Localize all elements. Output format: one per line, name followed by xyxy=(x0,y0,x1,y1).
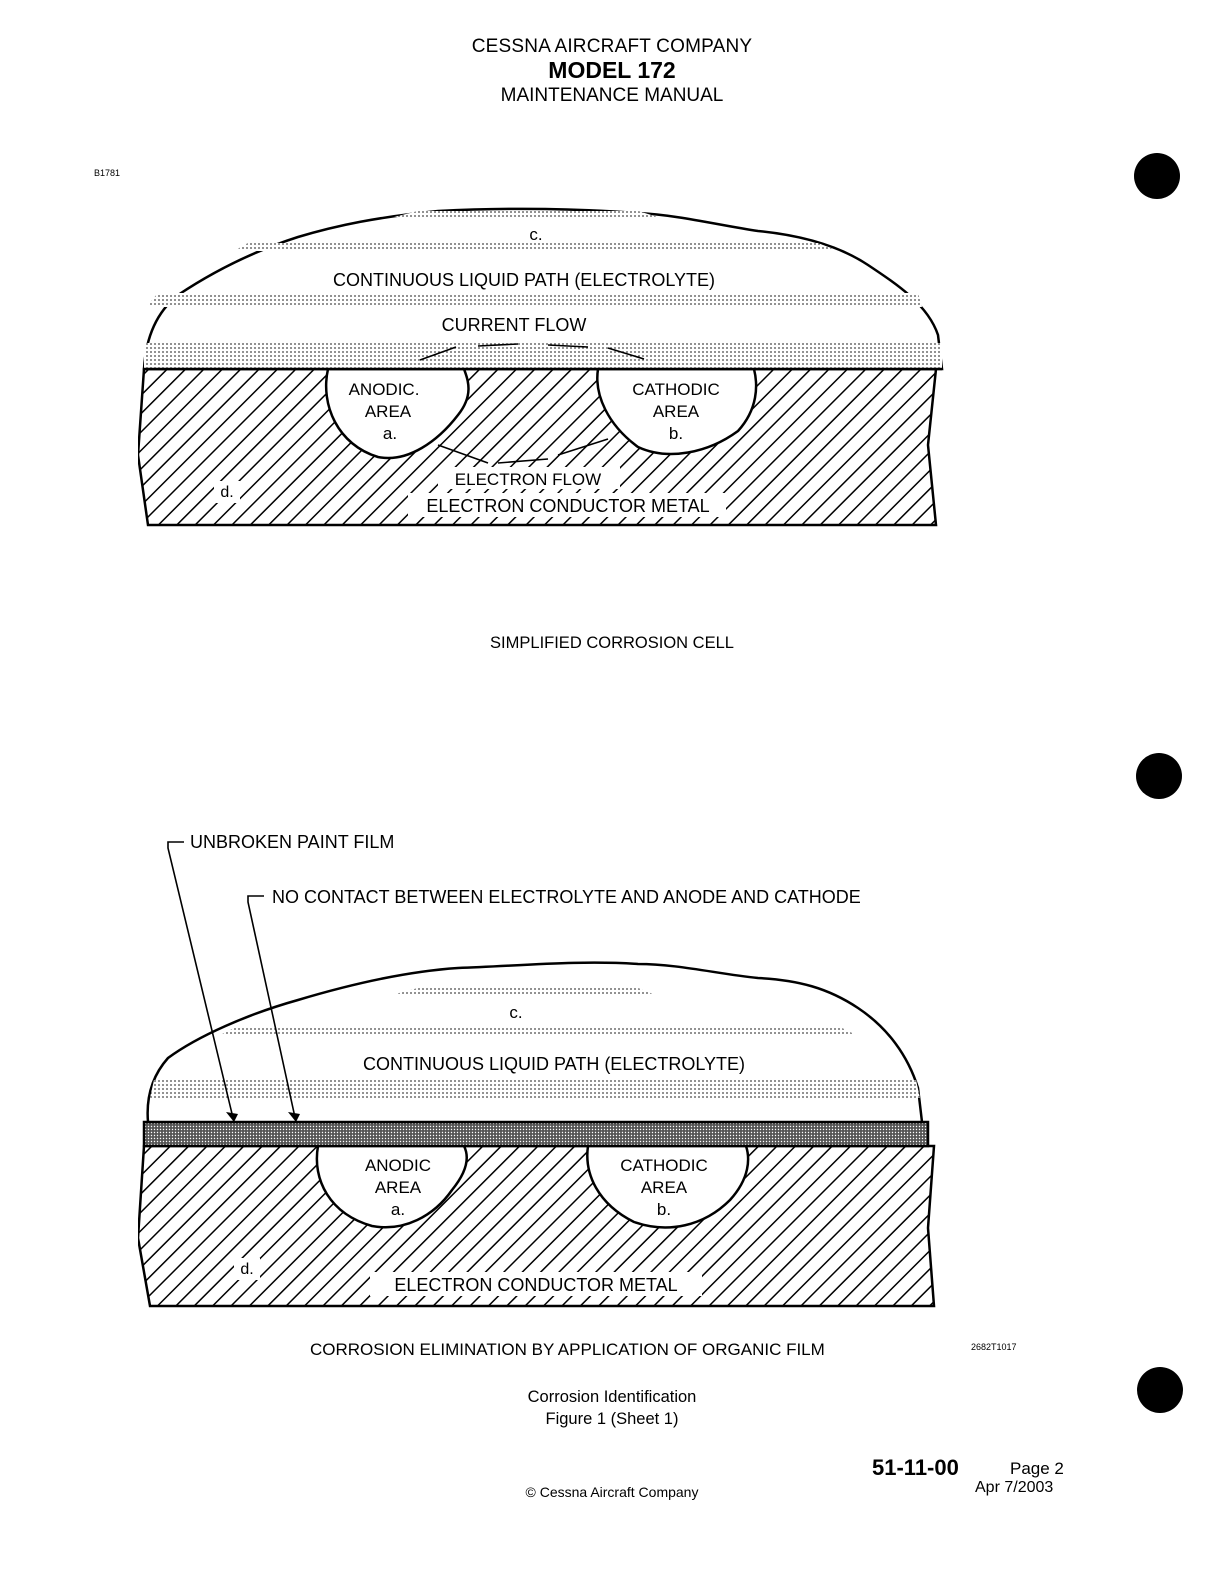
electrolyte-label-top: CONTINUOUS LIQUID PATH (ELECTROLYTE) xyxy=(333,270,715,290)
cathodic-label-bottom-3: b. xyxy=(657,1200,671,1219)
callout-line-paint xyxy=(167,841,235,1123)
electrolyte-layer-bottom xyxy=(146,961,924,1124)
header-company: CESSNA AIRCRAFT COMPANY xyxy=(471,36,753,57)
anodic-pit xyxy=(324,367,470,460)
cathodic-label-1: CATHODIC xyxy=(632,380,720,399)
electron-flow-label: ELECTRON FLOW xyxy=(455,470,601,489)
cathodic-label-3: b. xyxy=(669,424,683,443)
callout-line-contact xyxy=(247,895,297,1123)
paint-film xyxy=(142,1120,930,1148)
header-manual: MAINTENANCE MANUAL xyxy=(500,85,724,106)
conductor-label-bottom: ELECTRON CONDUCTOR METAL xyxy=(394,1275,677,1295)
corrosion-cell-diagram: c. CONTINUOUS LIQUID PATH (ELECTROLYTE) … xyxy=(138,207,944,527)
anodic-label-1: ANODIC. xyxy=(349,380,420,399)
revision-dot-3 xyxy=(1137,1367,1183,1413)
label-d-top: d. xyxy=(220,484,233,501)
anodic-label-2: AREA xyxy=(365,402,412,421)
figure-ref-bottom: 2682T1017 xyxy=(971,1342,1017,1352)
footer-copyright: © Cessna Aircraft Company xyxy=(525,1484,699,1500)
footer-date: Apr 7/2003 xyxy=(975,1479,1054,1496)
electrolyte-label-bottom: CONTINUOUS LIQUID PATH (ELECTROLYTE) xyxy=(363,1054,745,1074)
cathodic-pit-bottom xyxy=(586,1144,750,1229)
cathodic-label-2: AREA xyxy=(653,402,700,421)
header-model: MODEL 172 xyxy=(548,57,676,83)
anodic-pit-bottom xyxy=(315,1144,468,1229)
callout-paint-label: UNBROKEN PAINT FILM xyxy=(190,832,394,852)
current-flow-label: CURRENT FLOW xyxy=(442,315,587,335)
figure-ref-top: B1781 xyxy=(94,168,121,178)
conductor-label-top: ELECTRON CONDUCTOR METAL xyxy=(426,496,709,516)
bottom-diagram-caption: CORROSION ELIMINATION BY APPLICATION OF … xyxy=(310,1340,825,1359)
cathodic-label-bottom-2: AREA xyxy=(641,1178,688,1197)
footer-page: Page 2 xyxy=(1010,1459,1064,1478)
figure-title-line1: Corrosion Identification xyxy=(527,1388,697,1406)
top-diagram-caption: SIMPLIFIED CORROSION CELL xyxy=(490,634,734,652)
label-c-bottom: c. xyxy=(509,1003,522,1022)
label-c-top: c. xyxy=(529,225,542,244)
cathodic-label-bottom-1: CATHODIC xyxy=(620,1156,708,1175)
revision-dot-1 xyxy=(1134,153,1180,199)
label-d-bottom: d. xyxy=(240,1261,253,1278)
anodic-label-3: a. xyxy=(383,424,397,443)
anodic-label-bottom-2: AREA xyxy=(375,1178,422,1197)
anodic-label-bottom-3: a. xyxy=(391,1200,405,1219)
figure-title-line2: Figure 1 (Sheet 1) xyxy=(545,1410,679,1428)
callout-contact-label: NO CONTACT BETWEEN ELECTROLYTE AND ANODE… xyxy=(272,887,861,907)
footer-section-number: 51-11-00 xyxy=(872,1455,959,1480)
revision-dot-2 xyxy=(1136,753,1182,799)
cathodic-pit xyxy=(596,367,758,456)
organic-film-diagram: UNBROKEN PAINT FILM NO CONTACT BETWEEN E… xyxy=(138,832,936,1308)
anodic-label-bottom-1: ANODIC xyxy=(365,1156,431,1175)
